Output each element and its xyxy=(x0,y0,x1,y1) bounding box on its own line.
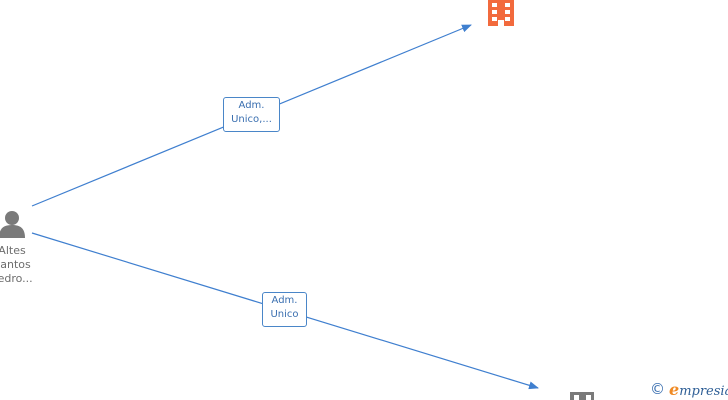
copyright-icon: © xyxy=(650,380,665,398)
person-name-line: Pedro... xyxy=(0,272,33,285)
edge-label-top[interactable]: Adm. Unico,... xyxy=(223,97,280,132)
edge-label-bottom[interactable]: Adm. Unico xyxy=(262,292,307,327)
person-icon[interactable] xyxy=(0,211,25,238)
edge-label-line: Unico xyxy=(270,309,299,320)
edge-label-line: Unico,... xyxy=(231,114,272,125)
edge-label-line: Adm. xyxy=(271,295,298,306)
building-icon[interactable] xyxy=(488,0,514,26)
brand-logo: empresia xyxy=(669,379,728,399)
person-name-line: Santos xyxy=(0,258,31,271)
edge-label-line: Adm. xyxy=(238,100,265,111)
watermark: © empresia xyxy=(650,378,728,400)
person-name-line: Altes xyxy=(0,244,26,257)
building-icon[interactable] xyxy=(570,392,594,400)
person-name-label[interactable]: Altes Santos Pedro... xyxy=(0,244,44,286)
